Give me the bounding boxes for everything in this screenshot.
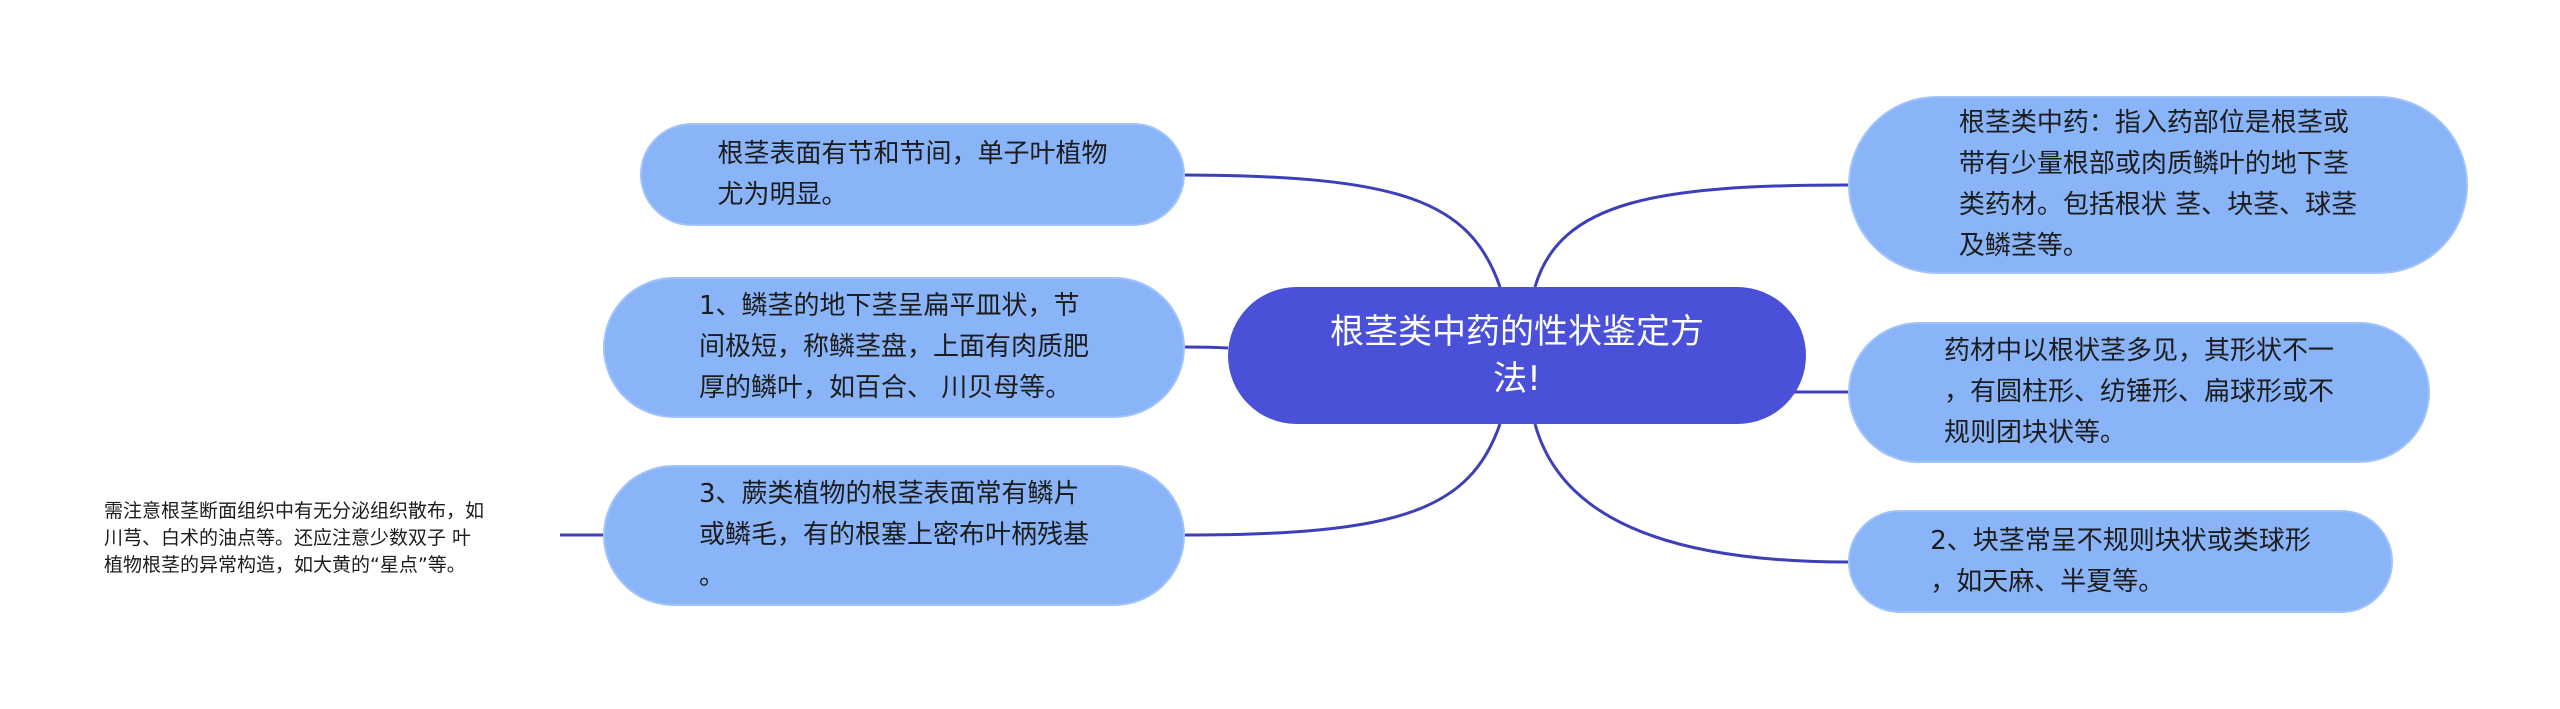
topic-node-text: 1、鳞茎的地下茎呈扁平皿状，节 间极短，称鳞茎盘，上面有肉质肥 厚的鳞叶，如百合… — [698, 291, 1089, 403]
topic-node-left-3[interactable]: 3、蕨类植物的根茎表面常有鳞片 或鳞毛，有的根塞上密布叶柄残基 。 — [603, 465, 1185, 606]
leaf-note[interactable]: 需注意根茎断面组织中有无分泌组织散布，如 川芎、白术的油点等。还应注意少数双子 … — [40, 488, 560, 588]
topic-node-right-2[interactable]: 药材中以根状茎多见，其形状不一 ，有圆柱形、纺锤形、扁球形或不 规则团块状等。 — [1848, 322, 2430, 463]
connector-central-to-right-3 — [1533, 423, 1849, 564]
central-topic[interactable]: 根茎类中药的性状鉴定方 法! — [1228, 287, 1806, 424]
topic-node-right-1[interactable]: 根茎类中药：指入药部位是根茎或 带有少量根部或肉质鳞叶的地下茎 类药材。包括根状… — [1848, 96, 2468, 274]
connector-central-to-left-1 — [1184, 173, 1502, 288]
topic-node-text: 根茎类中药：指入药部位是根茎或 带有少量根部或肉质鳞叶的地下茎 类药材。包括根状… — [1958, 108, 2358, 261]
topic-node-text: 药材中以根状茎多见，其形状不一 ，有圆柱形、纺锤形、扁球形或不 规则团块状等。 — [1943, 336, 2334, 448]
topic-node-text: 2、块茎常呈不规则块状或类球形 ，如天麻、半夏等。 — [1930, 525, 2311, 597]
topic-node-left-2[interactable]: 1、鳞茎的地下茎呈扁平皿状，节 间极短，称鳞茎盘，上面有肉质肥 厚的鳞叶，如百合… — [603, 277, 1185, 418]
topic-node-text: 根茎表面有节和节间，单子叶植物 尤为明显。 — [717, 138, 1108, 210]
topic-node-text: 3、蕨类植物的根茎表面常有鳞片 或鳞毛，有的根塞上密布叶柄残基 。 — [698, 479, 1089, 591]
topic-node-right-3[interactable]: 2、块茎常呈不规则块状或类球形 ，如天麻、半夏等。 — [1848, 510, 2393, 613]
leaf-note-text: 需注意根茎断面组织中有无分泌组织散布，如 川芎、白术的油点等。还应注意少数双子 … — [104, 499, 485, 576]
connector-central-to-right-1 — [1533, 183, 1849, 288]
topic-node-left-1[interactable]: 根茎表面有节和节间，单子叶植物 尤为明显。 — [640, 123, 1185, 226]
central-topic-text: 根茎类中药的性状鉴定方 法! — [1330, 311, 1704, 399]
connector-central-to-left-2 — [1184, 345, 1229, 350]
connector-central-to-left-3 — [1184, 423, 1502, 537]
